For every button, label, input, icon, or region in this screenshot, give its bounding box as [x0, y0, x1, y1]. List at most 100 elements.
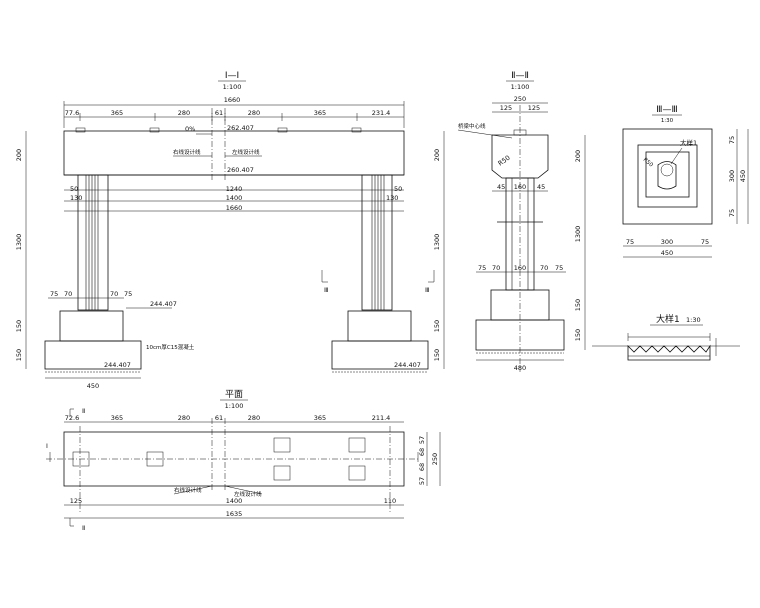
- section-3-pad: R50: [642, 157, 655, 169]
- plan-marker-bottom: Ⅱ: [82, 524, 85, 532]
- section-3-hole: [657, 161, 677, 190]
- vdim-left-150b: 150: [15, 349, 23, 361]
- plan-rdim-b: 68: [418, 448, 426, 456]
- section-3-dim-c: 75: [701, 238, 709, 246]
- section-1-slope: 0%: [185, 125, 195, 133]
- section-1-elev-mid: 260.407: [227, 166, 254, 174]
- bearing-pad: [75, 127, 86, 133]
- section-2-top-total: 250: [514, 95, 526, 103]
- plan-dim-f: 365: [314, 414, 326, 422]
- plan-pad: [72, 451, 90, 467]
- section-2-cap: [491, 134, 549, 179]
- bearing-pad: [277, 127, 288, 133]
- section-3-dim-a: 75: [626, 238, 634, 246]
- plan-rdim-d: 57: [418, 477, 426, 485]
- bearing-pad: [351, 127, 362, 133]
- plan-dim-e: 280: [248, 414, 260, 422]
- col-dim-3: 70: [110, 290, 118, 298]
- vdim-right-200: 200: [433, 149, 441, 161]
- section-2-vdim-200: 200: [574, 150, 582, 162]
- plan-pad: [273, 465, 291, 481]
- section-2-scale: 1:100: [511, 83, 530, 91]
- plan-dim-a: 72.6: [65, 414, 79, 422]
- plan-pad: [273, 437, 291, 453]
- section-2-view: Ⅱ—Ⅱ 1:100 250 125 125 桥梁中心线 R50 45 160 4…: [457, 71, 586, 372]
- section-3-outer: [622, 128, 713, 225]
- footing-upper-right: [347, 310, 412, 342]
- section-1-dim-c: 280: [178, 109, 190, 117]
- beam-dim-right: 50: [394, 185, 402, 193]
- section-2-col-c: 160: [514, 264, 526, 272]
- plan-rdim-a: 57: [418, 436, 426, 444]
- plan-pad: [348, 437, 366, 453]
- section-2-dim-b: 125: [528, 104, 540, 112]
- section-2-col-b: 70: [492, 264, 500, 272]
- section-1-foot-width: 450: [87, 382, 99, 390]
- beam-dim-mid: 1240: [226, 185, 243, 193]
- section-1-top-total: 1660: [224, 96, 241, 104]
- section-2-mid-a: 45: [497, 183, 505, 191]
- section-1-dim-g: 231.4: [372, 109, 391, 117]
- plan-bottom-c: 110: [384, 497, 396, 505]
- section-2-vdim-150b: 150: [574, 329, 582, 341]
- beam-dim-130-left: 130: [70, 194, 82, 202]
- elev-found-right: 244.407: [394, 361, 421, 369]
- elev-col-base: 244.407: [150, 300, 177, 308]
- plan-bottom-a: 125: [70, 497, 82, 505]
- cut-marker-left: Ⅲ: [324, 286, 328, 294]
- plan-dim-b: 365: [111, 414, 123, 422]
- plan-centerline-label: 右线设计线: [174, 486, 202, 494]
- column-left: [77, 174, 109, 311]
- elev-found-left: 244.407: [104, 361, 131, 369]
- section-2-foot-width: 480: [514, 364, 526, 372]
- section-3-total: 450: [661, 249, 673, 257]
- section-1-title: Ⅰ—Ⅰ: [225, 71, 239, 81]
- section-3-rdim-a: 75: [728, 136, 736, 144]
- section-3-scale: 1:30: [661, 118, 674, 124]
- footing-upper-left: [59, 310, 124, 342]
- section-1-dim-d: 61: [215, 109, 223, 117]
- section-2-support-note: 桥梁中心线: [458, 122, 486, 130]
- plan-rdim-c: 68: [418, 463, 426, 471]
- section-1-elev-top: 262.407: [227, 124, 254, 132]
- footing-lower-left: [44, 340, 142, 370]
- section-2-dim-a: 125: [500, 104, 512, 112]
- column-right: [361, 174, 393, 311]
- plan-pad: [348, 465, 366, 481]
- footing-lower-right: [331, 340, 429, 370]
- plan-dim-c: 280: [178, 414, 190, 422]
- detail-1-profile: [627, 344, 711, 361]
- section-2-pad-label: R50: [497, 154, 512, 168]
- section-3-rdim-c: 75: [728, 209, 736, 217]
- section-1-roadline-label: 左线设计线: [232, 148, 260, 156]
- vdim-left-200: 200: [15, 149, 23, 161]
- vdim-left-1300: 1300: [15, 234, 23, 251]
- plan-marker-left: Ⅰ: [46, 442, 48, 450]
- cut-marker-right: Ⅲ: [425, 286, 429, 294]
- section-3-title: Ⅲ—Ⅲ: [656, 105, 677, 115]
- section-1-dim-f: 365: [314, 109, 326, 117]
- section-1-scale: 1:100: [223, 83, 242, 91]
- section-3-rdim-b: 300: [728, 170, 736, 182]
- plan-view: 平面 1:100 Ⅱ 72.6 365 280 61 280 365 211.4…: [46, 389, 441, 532]
- section-1-view: Ⅰ—Ⅰ 1:100 1660 77.6 365 280 61 280 365 2…: [15, 71, 445, 390]
- section-1-dim-e: 280: [248, 109, 260, 117]
- col-dim-4: 75: [124, 290, 132, 298]
- beam-dim-1660: 1660: [226, 204, 243, 212]
- plan-dim-d: 61: [215, 414, 223, 422]
- section-2-mid-b: 160: [514, 183, 526, 191]
- section-3-dim-b: 300: [661, 238, 673, 246]
- section-2-col-a: 75: [478, 264, 486, 272]
- section-2-vdim-1300: 1300: [574, 226, 582, 243]
- plan-dim-g: 211.4: [372, 414, 391, 422]
- col-dim-2: 70: [64, 290, 72, 298]
- vdim-right-1300: 1300: [433, 234, 441, 251]
- plan-roadline-label: 左线设计线: [234, 490, 262, 498]
- section-3-view: Ⅲ—Ⅲ 1:30 大样1 R50 75 300 75 450 75 300 75…: [622, 105, 749, 258]
- beam-dim-1400: 1400: [226, 194, 243, 202]
- section-3-inner: [645, 151, 690, 198]
- vdim-left-150a: 150: [15, 320, 23, 332]
- section-2-vdim-150a: 150: [574, 299, 582, 311]
- section-2-mid-c: 45: [537, 183, 545, 191]
